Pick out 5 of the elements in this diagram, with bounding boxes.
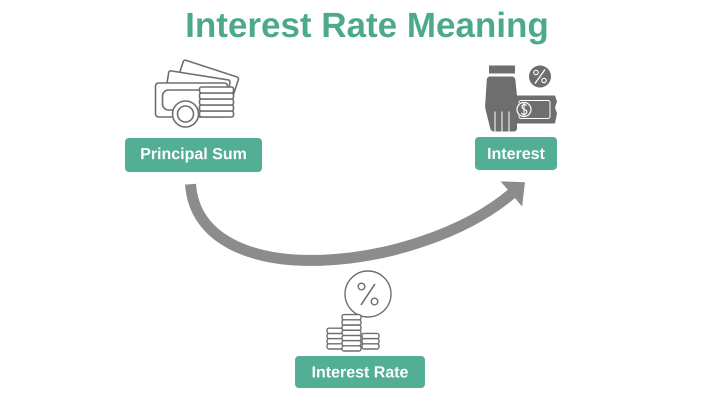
concept-box: Principal Sum — [125, 138, 262, 172]
concept-box: Interest Rate — [295, 356, 425, 388]
curved-arrow — [185, 181, 525, 266]
concept-box: Interest — [475, 137, 557, 170]
title: Interest Rate Meaning — [188, 12, 546, 44]
